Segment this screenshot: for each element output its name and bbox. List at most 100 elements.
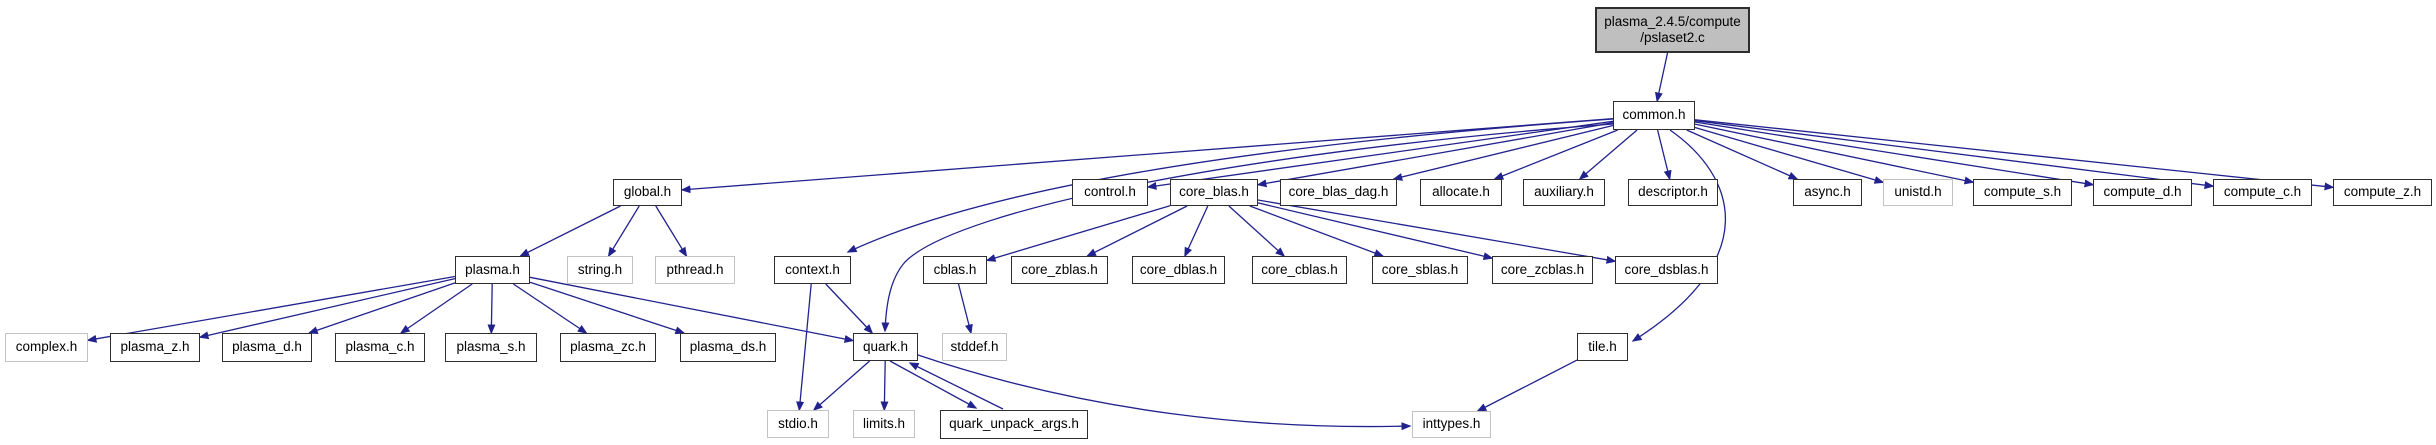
node-label: plasma_c.h <box>345 339 415 355</box>
node-label: plasma_z.h <box>120 339 190 355</box>
node-core_zcblas[interactable]: core_zcblas.h <box>1492 256 1593 284</box>
node-core_dblas[interactable]: core_dblas.h <box>1132 256 1225 284</box>
node-quark[interactable]: quark.h <box>853 333 918 361</box>
edge-core_blas-to-cblas <box>985 205 1171 262</box>
node-core_sblas[interactable]: core_sblas.h <box>1372 256 1468 284</box>
edge-plasma-to-plasma_ds <box>529 281 686 335</box>
node-label: compute_z.h <box>2343 184 2422 200</box>
node-label: plasma_2.4.5/compute /pslaset2.c <box>1604 13 1741 45</box>
node-plasma_zc[interactable]: plasma_zc.h <box>560 333 656 362</box>
node-pthread: pthread.h <box>655 256 735 284</box>
edge-common-to-global <box>680 117 1614 194</box>
node-allocate[interactable]: allocate.h <box>1420 179 1502 206</box>
edge-plasma-to-plasma_zc <box>513 283 588 334</box>
edge-quark-to-stdio <box>812 360 871 411</box>
node-compute_c[interactable]: compute_c.h <box>2213 179 2312 206</box>
node-label: common.h <box>1622 107 1686 123</box>
node-label: core_zcblas.h <box>1500 261 1585 277</box>
node-label: core_cblas.h <box>1261 261 1338 277</box>
node-cblas[interactable]: cblas.h <box>923 256 987 284</box>
edge-core_blas-to-core_zblas <box>1086 205 1188 257</box>
edge-common-to-auxiliary <box>1578 129 1638 180</box>
edge-common-to-core_blas_dag <box>1392 124 1614 181</box>
edge-common-to-control <box>1146 120 1614 190</box>
node-core_zblas[interactable]: core_zblas.h <box>1011 256 1108 284</box>
edge-context-to-quark <box>825 283 874 335</box>
node-label: compute_s.h <box>1983 184 2062 200</box>
edge-quark-to-inttypes <box>917 354 1412 431</box>
edge-core_blas-to-core_dsblas <box>1257 199 1617 264</box>
edge-plasma-to-quark <box>529 276 855 343</box>
node-plasma_c[interactable]: plasma_c.h <box>335 333 425 362</box>
node-core_blas[interactable]: core_blas.h <box>1170 179 1258 206</box>
edge-tile-to-inttypes <box>1476 359 1578 412</box>
node-label: stddef.h <box>950 338 999 354</box>
edge-quark_unpack_args-to-quark <box>908 362 1004 410</box>
edge-common-to-descriptor <box>1656 129 1672 181</box>
edge-core_blas-to-core_cblas <box>1228 205 1286 258</box>
node-core_cblas[interactable]: core_cblas.h <box>1252 256 1347 284</box>
node-plasma_z[interactable]: plasma_z.h <box>110 333 200 362</box>
node-label: core_dsblas.h <box>1624 261 1709 277</box>
node-label: unistd.h <box>1894 184 1942 200</box>
node-compute_s[interactable]: compute_s.h <box>1973 179 2072 206</box>
edge-pslaset2-to-common <box>1654 52 1669 103</box>
node-core_blas_dag[interactable]: core_blas_dag.h <box>1280 179 1397 206</box>
node-label: tile.h <box>1588 338 1617 354</box>
node-label: plasma_s.h <box>456 339 526 355</box>
edge-core_blas-to-core_dblas <box>1184 205 1209 258</box>
node-label: string.h <box>577 261 623 277</box>
node-compute_z[interactable]: compute_z.h <box>2333 179 2432 206</box>
node-auxiliary[interactable]: auxiliary.h <box>1523 179 1605 206</box>
node-limits: limits.h <box>853 410 915 438</box>
edge-common-to-compute_z <box>1694 119 2335 191</box>
node-control[interactable]: control.h <box>1072 179 1148 206</box>
edge-plasma-to-plasma_d <box>307 282 456 335</box>
node-label: context.h <box>785 261 840 277</box>
node-pslaset2: plasma_2.4.5/compute /pslaset2.c <box>1595 7 1750 53</box>
node-label: core_dblas.h <box>1139 261 1218 277</box>
edge-context-to-stdio <box>796 283 812 412</box>
node-stdio: stdio.h <box>767 410 829 438</box>
node-label: quark.h <box>862 338 909 354</box>
node-compute_d[interactable]: compute_d.h <box>2093 179 2192 206</box>
node-plasma[interactable]: plasma.h <box>455 256 530 284</box>
node-label: compute_d.h <box>2103 184 2182 200</box>
node-tile[interactable]: tile.h <box>1577 333 1628 361</box>
edge-common-to-quark <box>881 123 1614 333</box>
edge-core_blas-to-core_sblas <box>1249 205 1385 257</box>
edge-common-to-async <box>1686 129 1799 180</box>
node-async[interactable]: async.h <box>1793 179 1862 206</box>
node-label: plasma_zc.h <box>570 339 646 355</box>
node-label: core_zblas.h <box>1021 261 1098 277</box>
node-label: inttypes.h <box>1422 416 1481 432</box>
node-label: core_sblas.h <box>1381 261 1459 277</box>
edge-common-to-context <box>846 118 1614 253</box>
edge-common-to-allocate <box>1493 129 1618 180</box>
node-unistd: unistd.h <box>1883 179 1953 206</box>
node-label: core_blas_dag.h <box>1288 184 1389 200</box>
node-label: core_blas.h <box>1179 184 1249 200</box>
node-complex: complex.h <box>5 333 88 362</box>
node-plasma_s[interactable]: plasma_s.h <box>445 333 537 362</box>
edge-plasma-to-plasma_c <box>399 283 473 334</box>
node-descriptor[interactable]: descriptor.h <box>1628 179 1718 206</box>
node-label: complex.h <box>15 339 78 355</box>
node-string: string.h <box>567 256 633 284</box>
node-global[interactable]: global.h <box>613 179 682 206</box>
edge-cblas-to-stddef <box>957 283 973 335</box>
edge-global-to-string <box>607 205 640 258</box>
node-core_dsblas[interactable]: core_dsblas.h <box>1615 256 1718 284</box>
edge-quark-to-quark_unpack_args <box>889 360 978 409</box>
node-context[interactable]: context.h <box>774 256 851 284</box>
node-label: cblas.h <box>933 261 977 277</box>
node-label: stdio.h <box>778 415 818 431</box>
node-label: global.h <box>623 184 672 200</box>
node-common[interactable]: common.h <box>1613 101 1695 130</box>
edge-global-to-pthread <box>655 205 688 258</box>
node-plasma_ds[interactable]: plasma_ds.h <box>680 333 776 362</box>
node-plasma_d[interactable]: plasma_d.h <box>222 333 312 362</box>
node-inttypes: inttypes.h <box>1412 411 1491 438</box>
node-quark_unpack_args[interactable]: quark_unpack_args.h <box>940 410 1088 439</box>
